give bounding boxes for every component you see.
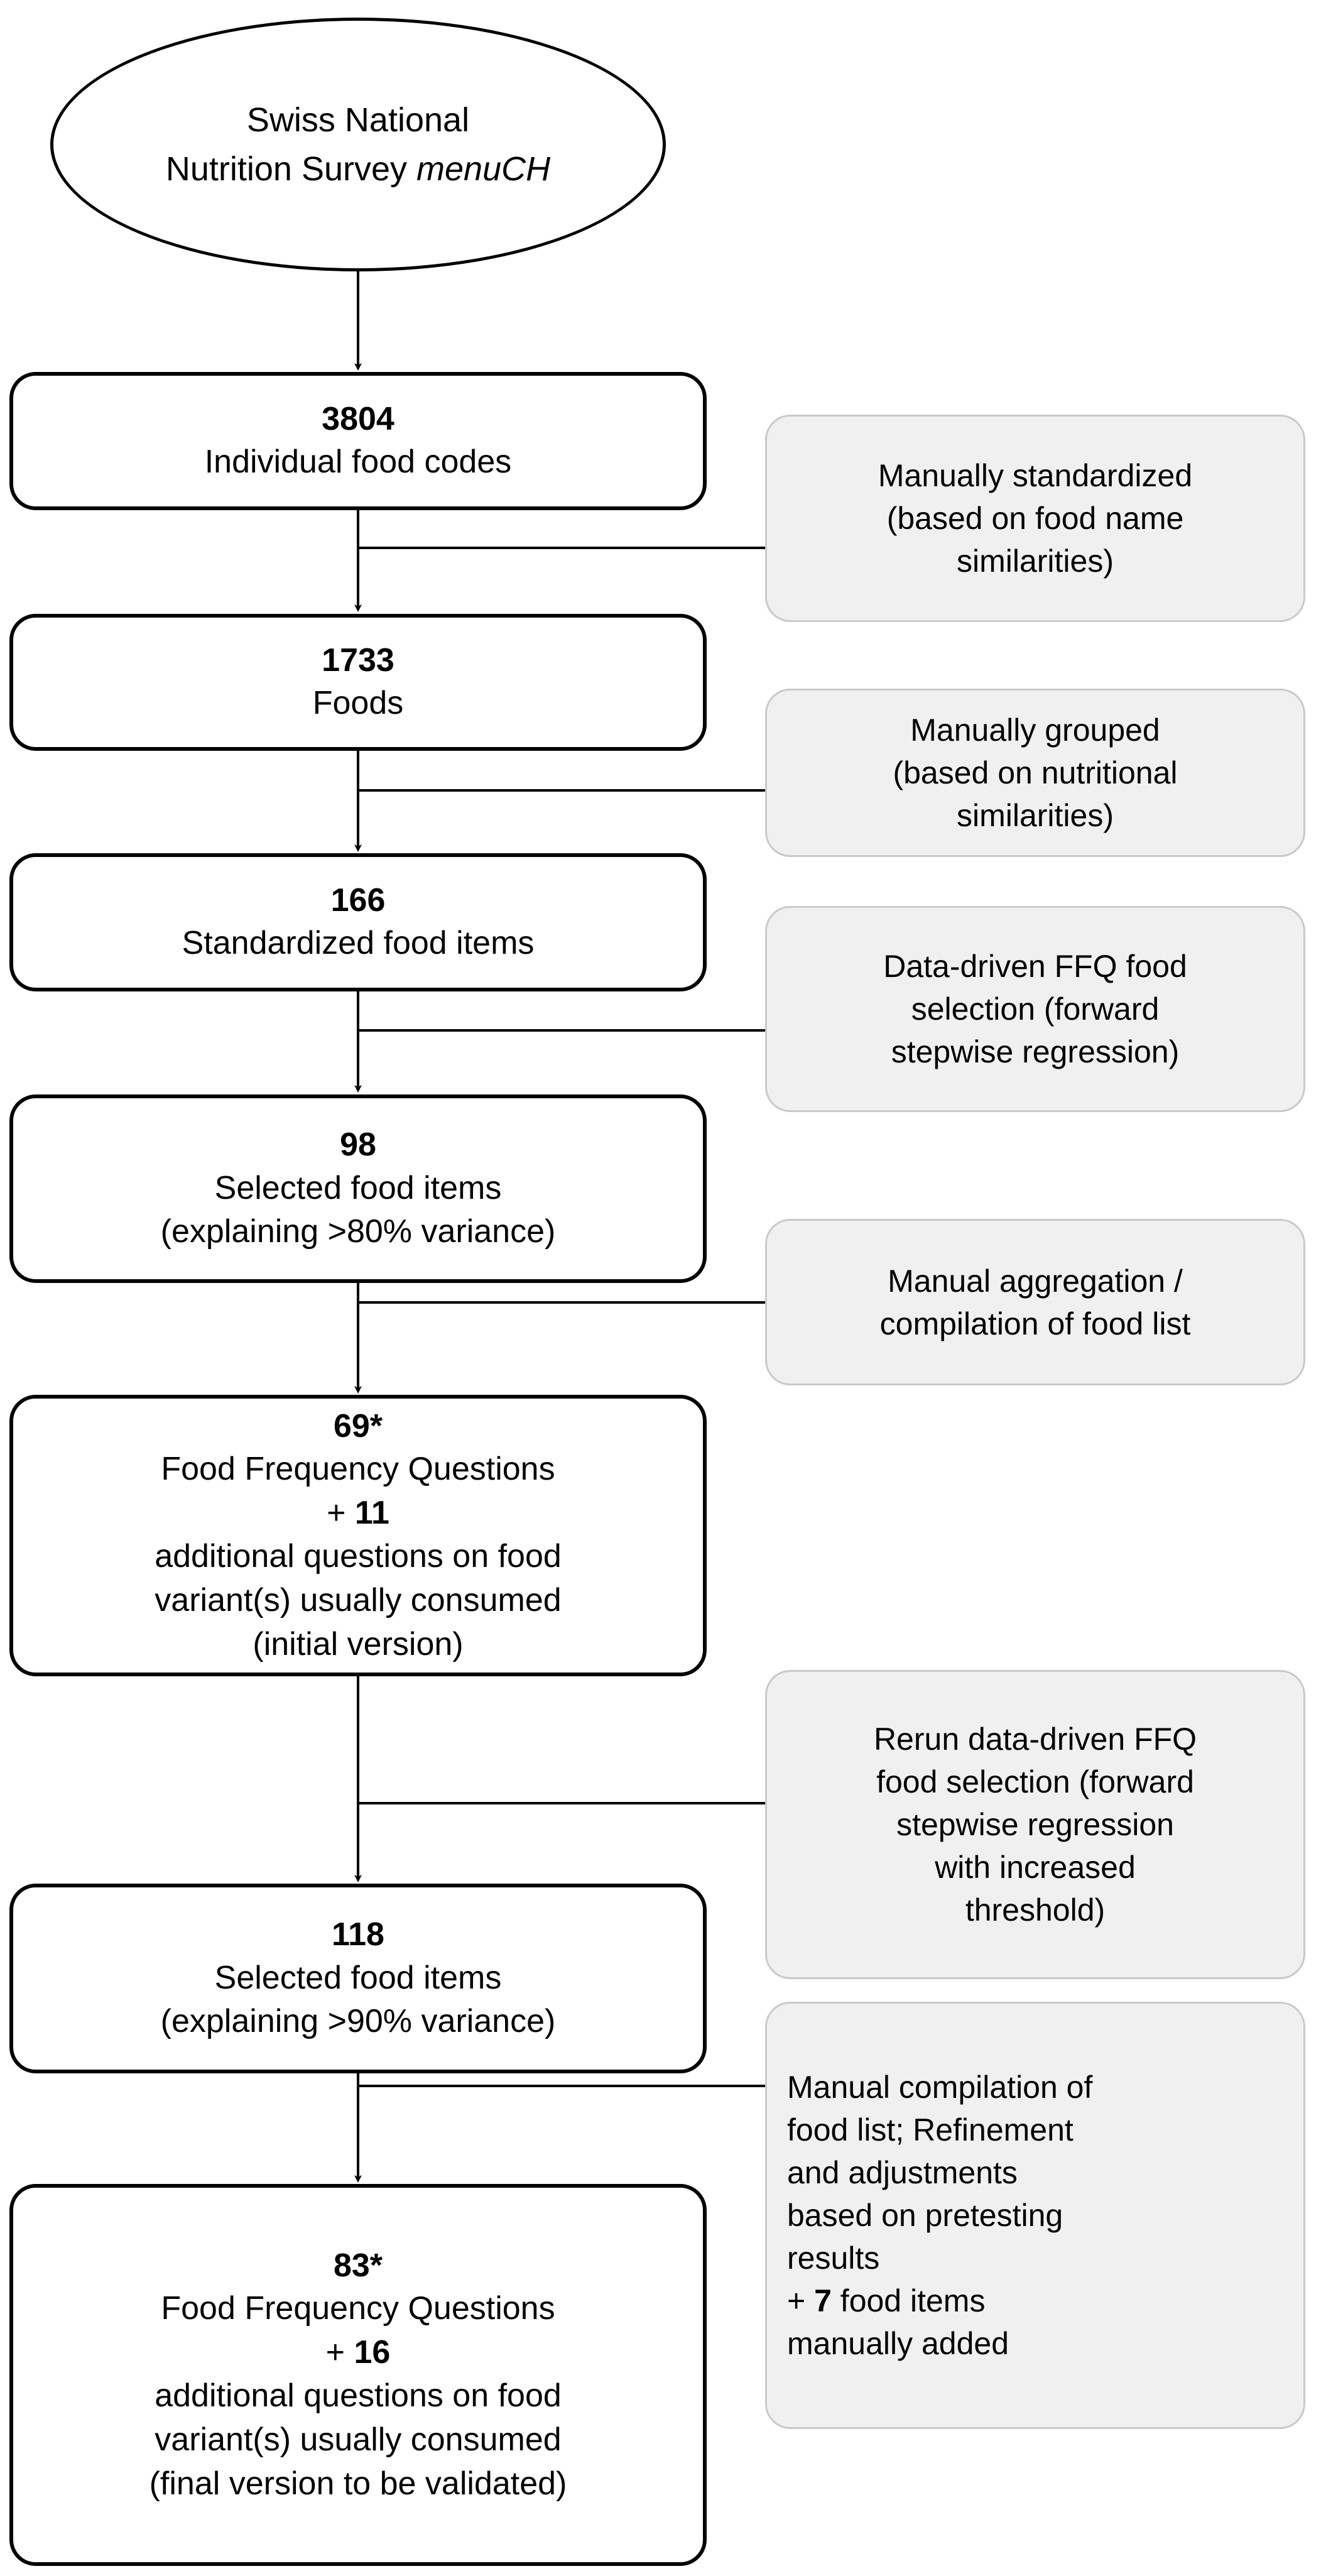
note-rerun-ffq: Rerun data-driven FFQ food selection (fo… (765, 1670, 1305, 1979)
note-manual-compilation-line5: results (787, 2240, 880, 2276)
node-standardized-food-items: 166 Standardized food items (9, 853, 707, 991)
node-foods: 1733 Foods (9, 614, 707, 751)
node-food-codes-number: 3804 (322, 400, 394, 437)
note-manual-compilation-line3: and adjustments (787, 2155, 1018, 2190)
note-manual-aggregation-line2: compilation of food list (879, 1306, 1191, 1341)
note-manually-standardized-line1: Manually standardized (878, 458, 1193, 493)
node-ffq-initial-label-5: (initial version) (253, 1625, 464, 1662)
note-rerun-ffq-line2: food selection (forward (876, 1764, 1194, 1799)
note-manual-compilation: Manual compilation of food list; Refinem… (765, 2002, 1305, 2429)
node-ffq-initial: 69* Food Frequency Questions + 11 additi… (9, 1395, 707, 1676)
note-rerun-ffq-line1: Rerun data-driven FFQ (873, 1722, 1197, 1757)
note-data-driven-ffq: Data-driven FFQ food selection (forward … (765, 906, 1305, 1112)
start-node-survey: Swiss National Nutrition Survey menuCH (50, 18, 666, 271)
node-ffq-final-label-5: (final version to be validated) (149, 2465, 567, 2502)
node-selected-food-items-80-label-2: (explaining >80% variance) (160, 1213, 556, 1250)
note-rerun-ffq-line5: threshold) (965, 1892, 1106, 1928)
note-data-driven-ffq-line1: Data-driven FFQ food (883, 949, 1187, 984)
node-ffq-initial-label-2: + 11 (327, 1494, 389, 1531)
note-manual-compilation-line6: + 7 food items (787, 2283, 986, 2318)
node-selected-food-items-90-label-1: Selected food items (214, 1959, 502, 1996)
node-standardized-food-items-number: 166 (330, 881, 386, 919)
note-rerun-ffq-line4: with increased (935, 1850, 1136, 1885)
node-ffq-initial-number: 69* (333, 1407, 383, 1444)
note-manually-standardized-line3: similarities) (957, 543, 1114, 579)
node-selected-food-items-90-number: 118 (332, 1916, 384, 1953)
node-ffq-final-label-1: Food Frequency Questions (161, 2290, 555, 2327)
node-ffq-final-number: 83* (333, 2247, 383, 2284)
note-rerun-ffq-line3: stepwise regression (896, 1807, 1174, 1842)
note-manually-grouped: Manually grouped (based on nutritional s… (765, 689, 1305, 857)
node-food-codes-label: Individual food codes (204, 444, 512, 481)
node-foods-number: 1733 (322, 641, 394, 679)
note-manual-aggregation: Manual aggregation / compilation of food… (765, 1219, 1305, 1385)
node-selected-food-items-80-label-1: Selected food items (214, 1169, 502, 1206)
note-manual-compilation-line7: manually added (787, 2326, 1009, 2361)
node-selected-food-items-80-number: 98 (340, 1127, 376, 1164)
note-manually-grouped-line1: Manually grouped (910, 712, 1160, 748)
node-ffq-final-label-3: additional questions on food (155, 2377, 562, 2415)
node-ffq-initial-label-4: variant(s) usually consumed (155, 1582, 562, 1619)
note-manually-grouped-line2: (based on nutritional (893, 755, 1178, 790)
note-manually-standardized-line2: (based on food name (886, 501, 1184, 536)
node-ffq-initial-label-3: additional questions on food (155, 1538, 562, 1575)
node-ffq-final: 83* Food Frequency Questions + 16 additi… (9, 2184, 707, 2566)
node-foods-label: Foods (312, 685, 404, 722)
node-selected-food-items-80: 98 Selected food items (explaining >80% … (9, 1094, 707, 1283)
note-manual-compilation-line2: food list; Refinement (787, 2112, 1074, 2148)
note-data-driven-ffq-line2: selection (forward (911, 991, 1160, 1027)
note-manually-standardized: Manually standardized (based on food nam… (765, 415, 1305, 622)
node-selected-food-items-90-label-2: (explaining >90% variance) (160, 2003, 556, 2040)
node-ffq-final-label-4: variant(s) usually consumed (155, 2421, 562, 2459)
note-manual-compilation-line4: based on pretesting (787, 2198, 1063, 2233)
start-node-line1: Swiss National (246, 101, 470, 139)
note-manual-compilation-line1: Manual compilation of (787, 2070, 1093, 2105)
node-selected-food-items-90: 118 Selected food items (explaining >90%… (9, 1884, 707, 2073)
node-ffq-initial-label-1: Food Frequency Questions (161, 1451, 555, 1488)
node-ffq-final-label-2: + 16 (325, 2333, 391, 2371)
note-manual-aggregation-line1: Manual aggregation / (888, 1263, 1183, 1299)
note-manually-grouped-line3: similarities) (957, 798, 1114, 833)
node-food-codes: 3804 Individual food codes (9, 372, 707, 510)
start-node-line2: Nutrition Survey menuCH (165, 150, 551, 188)
note-data-driven-ffq-line3: stepwise regression) (891, 1034, 1180, 1069)
node-standardized-food-items-label: Standardized food items (182, 925, 535, 962)
